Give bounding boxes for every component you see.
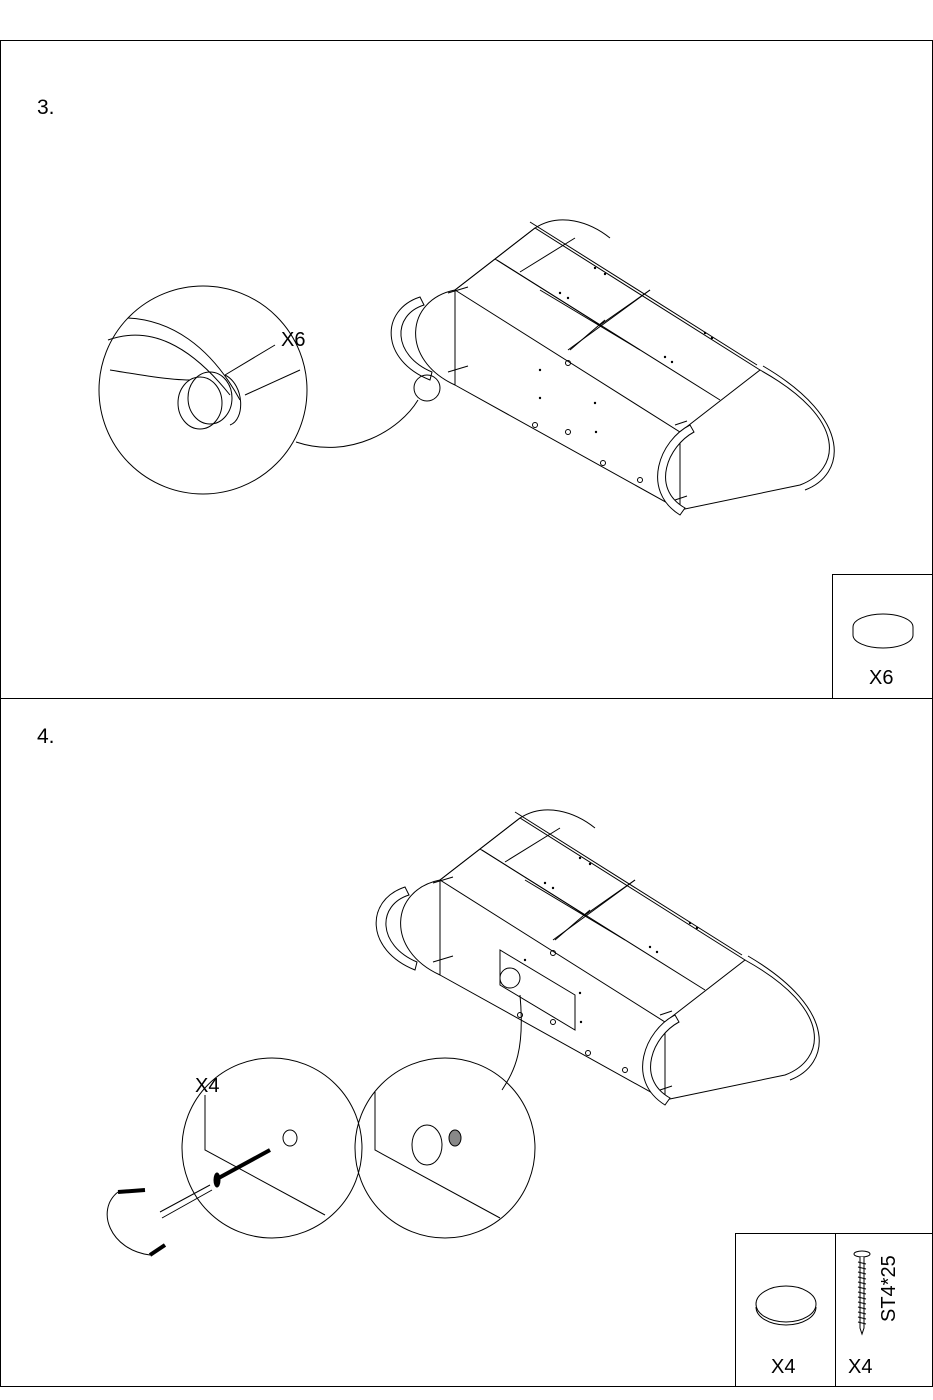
step-4-number: 4. [37,725,55,748]
callout-qty-step-4: X4 [195,1075,219,1097]
parts-box-felt-pad: X6 [832,574,933,699]
part-qty: X4 [771,1356,796,1378]
felt-pad-icon [852,613,914,649]
part-qty: X6 [869,667,894,689]
cabinet-drawing-step-3 [390,219,835,516]
cover-cap-icon [755,1285,817,1326]
screw-icon [853,1250,871,1336]
detail-callout-step-3: X6 [98,285,441,495]
callout-qty-step-3: X6 [281,329,305,351]
parts-box-cover-cap: X4 [735,1233,836,1387]
screw-spec: ST4*25 [878,1255,900,1322]
part-qty: X4 [848,1356,873,1378]
detail-callouts-step-4: X4 [106,994,536,1257]
cabinet-drawing-step-4 [375,809,820,1106]
parts-box-screw: ST4*25 X4 [835,1233,933,1387]
step-3-number: 3. [37,96,55,119]
